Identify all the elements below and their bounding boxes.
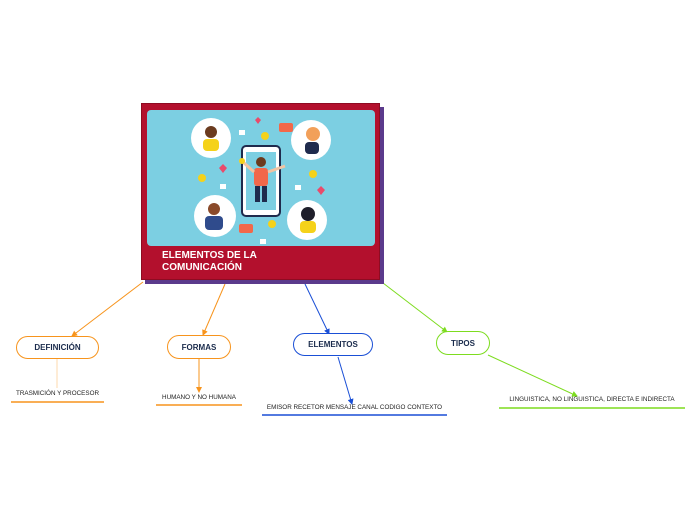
topic-formas[interactable]: FORMAS — [167, 335, 231, 359]
topic-tipos-label: TIPOS — [450, 338, 475, 348]
topic-elementos[interactable]: ELEMENTOS — [293, 333, 373, 356]
topic-formas-label: FORMAS — [181, 342, 217, 352]
topic-definicion-label: DEFINICIÓN — [34, 343, 81, 352]
central-title-line1: ELEMENTOS DE LA — [162, 250, 257, 261]
central-title: ELEMENTOS DE LA COMUNICACIÓN — [162, 250, 362, 274]
subtopic-definicion-label: TRASMICIÓN Y PROCESOR — [15, 390, 100, 397]
subtopic-formas[interactable]: HUMANO Y NO HUMANA — [156, 394, 242, 403]
subtopic-tipos[interactable]: LINGUISTICA, NO LINGUISTICA, DIRECTA E I… — [499, 396, 685, 405]
people-communication-illustration — [147, 110, 375, 246]
topic-tipos[interactable]: TIPOS — [436, 331, 490, 355]
subtopic-tipos-label: LINGUISTICA, NO LINGUISTICA, DIRECTA E I… — [509, 396, 675, 403]
connector-tipos — [382, 282, 448, 333]
connector-elementos-leaf — [337, 356, 354, 405]
topic-definicion[interactable]: DEFINICIÓN — [16, 336, 99, 359]
connector-elementos — [304, 283, 330, 335]
connector-tipos-leaf — [487, 354, 578, 397]
subtopic-definicion[interactable]: TRASMICIÓN Y PROCESOR — [11, 390, 104, 399]
topic-elementos-label: ELEMENTOS — [308, 340, 358, 349]
subtopic-elementos-label: EMISOR RECETOR MENSAJE CANAL CODIGO CONT… — [266, 404, 443, 411]
central-topic[interactable]: ELEMENTOS DE LA COMUNICACIÓN — [141, 103, 380, 280]
connector-definicion — [71, 281, 144, 337]
connector-formas — [202, 283, 226, 336]
subtopic-formas-label: HUMANO Y NO HUMANA — [162, 394, 236, 401]
subtopic-elementos[interactable]: EMISOR RECETOR MENSAJE CANAL CODIGO CONT… — [262, 404, 447, 413]
central-title-line2: COMUNICACIÓN — [162, 262, 242, 273]
